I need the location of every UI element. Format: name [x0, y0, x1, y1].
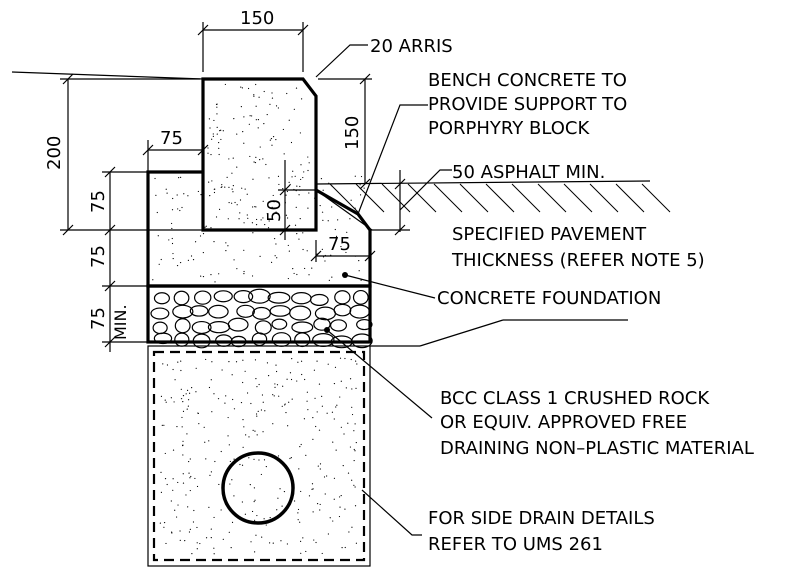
pavement-surface — [315, 180, 651, 185]
foundation-label: CONCRETE FOUNDATION — [437, 288, 661, 309]
dim-bench-width: 75 — [328, 234, 351, 255]
rock-label-line1: BCC CLASS 1 CRUSHED ROCK — [440, 388, 710, 409]
side-drain-box — [147, 345, 371, 567]
rock-label-line3: DRAINING NON–PLASTIC MATERIAL — [440, 438, 754, 459]
dim-kerb-width: 150 — [240, 8, 274, 29]
ground-line — [11, 71, 204, 80]
dim-kerb-height: 200 — [44, 136, 65, 170]
dim-layer3: 75 — [88, 307, 109, 330]
arris-label: 20 ARRIS — [370, 36, 453, 57]
kerb-block — [201, 77, 318, 232]
pavement-label-line2: THICKNESS (REFER NOTE 5) — [451, 250, 705, 271]
dim-upstand: 150 — [342, 116, 363, 150]
rock-label-line2: OR EQUIV. APPROVED FREE — [440, 412, 687, 433]
bench-slope — [315, 189, 373, 231]
asphalt-label: 50 ASPHALT MIN. — [452, 162, 605, 183]
bench-label-line3: PORPHYRY BLOCK — [428, 118, 590, 139]
dim-layer1: 75 — [88, 190, 109, 213]
bench-label-line1: BENCH CONCRETE TO — [428, 70, 627, 91]
dim-layer2: 75 — [88, 245, 109, 268]
drain-label-line2: REFER TO UMS 261 — [428, 534, 603, 555]
pavement-label-line1: SPECIFIED PAVEMENT — [452, 224, 647, 245]
bench-label-line2: PROVIDE SUPPORT TO — [428, 94, 627, 115]
drain-label-line1: FOR SIDE DRAIN DETAILS — [428, 508, 655, 529]
drain-pipe-icon — [221, 451, 295, 525]
dim-ledge-width: 75 — [160, 128, 183, 149]
crushed-rock-layer — [146, 284, 373, 349]
dim-embed: 50 — [264, 199, 285, 222]
dim-layer3-min: MIN. — [111, 304, 130, 340]
